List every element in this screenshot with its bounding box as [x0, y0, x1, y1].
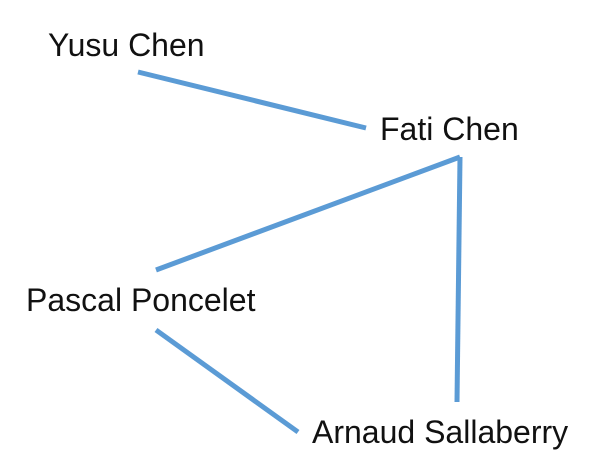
edge-fati-arnaud — [454, 156, 463, 403]
node-label-pascal-poncelet: Pascal Poncelet — [26, 282, 256, 318]
edges-group — [137, 69, 463, 435]
edge-yusu-fati — [137, 69, 367, 131]
edge-pascal-arnaud — [154, 327, 300, 435]
edge-fati-pascal — [155, 154, 461, 273]
nodes-group: Yusu Chen Fati Chen Pascal Poncelet Arna… — [26, 27, 568, 450]
node-label-yusu-chen: Yusu Chen — [48, 27, 205, 63]
node-label-fati-chen: Fati Chen — [380, 111, 519, 147]
node-label-arnaud-sallaberry: Arnaud Sallaberry — [312, 414, 568, 450]
